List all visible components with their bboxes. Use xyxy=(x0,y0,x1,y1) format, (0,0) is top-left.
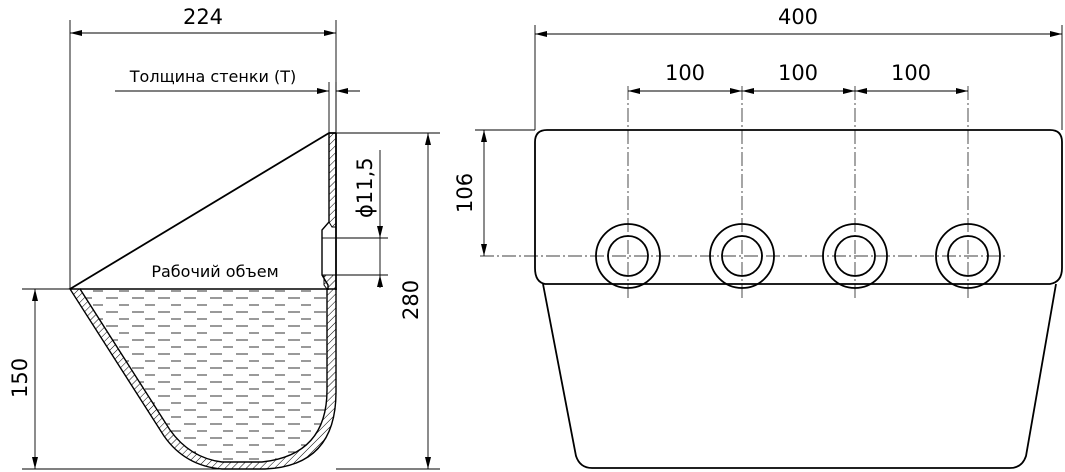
hole-row-height-label: 106 xyxy=(453,173,477,213)
side-width-label: 224 xyxy=(183,5,223,29)
hole-spacing-3-label: 100 xyxy=(891,61,931,85)
working-volume-fill xyxy=(80,289,327,462)
side-height-label: 280 xyxy=(399,280,423,320)
front-width-label: 400 xyxy=(778,5,818,29)
fill-height-label: 150 xyxy=(8,358,32,398)
hole-spacing-2-label: 100 xyxy=(778,61,818,85)
bucket-front-lower xyxy=(542,283,1057,469)
wall-thickness-label: Толщина стенки (T) xyxy=(129,67,296,86)
bolt-hole-1 xyxy=(595,86,661,298)
bucket-lip-line xyxy=(69,132,330,290)
bucket-front-upper xyxy=(534,129,1063,285)
bolt-hole-3 xyxy=(822,86,888,298)
bolt-hole-4 xyxy=(935,86,1001,298)
side-view: 224 Толщина стенки (T) Рабочий объем ϕ11… xyxy=(8,5,440,470)
hole-diameter-label: ϕ11,5 xyxy=(353,157,377,218)
front-view: 400 100 100 100 106 xyxy=(453,5,1063,469)
back-wall-upper xyxy=(328,132,337,228)
hole-spacing-1-label: 100 xyxy=(665,61,705,85)
bolt-hole-2 xyxy=(709,86,775,298)
working-volume-label: Рабочий объем xyxy=(151,262,278,281)
